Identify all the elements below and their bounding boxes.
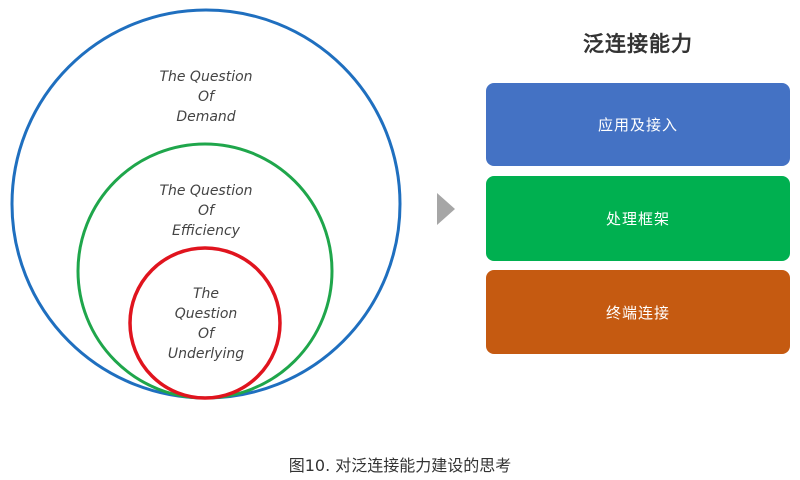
circle-underlying: [128, 246, 282, 400]
layer-processing-framework: 处理框架: [486, 176, 790, 261]
label-line: Efficiency: [172, 223, 240, 239]
label-line: The Question: [159, 69, 253, 85]
layer-label: 处理框架: [605, 210, 670, 228]
figure-caption: 图10. 对泛连接能力建设的思考: [288, 456, 512, 475]
label-demand: The Question Of Demand: [126, 67, 286, 127]
label-underlying: The Question Of Underlying: [126, 284, 286, 364]
layer-terminal-connection: 终端连接: [486, 270, 790, 354]
label-line: Of: [198, 326, 214, 342]
nested-circles-diagram: [10, 8, 402, 400]
layer-application-access: 应用及接入: [486, 83, 790, 166]
label-line: The: [192, 286, 220, 302]
label-line: Underlying: [167, 346, 245, 362]
label-line: Of: [198, 203, 214, 219]
label-line: The Question: [159, 183, 253, 199]
label-line: Demand: [176, 109, 236, 125]
label-efficiency: The Question Of Efficiency: [126, 181, 286, 241]
panel-title: 泛连接能力: [583, 32, 693, 56]
layer-label: 应用及接入: [597, 116, 678, 134]
layer-label: 终端连接: [605, 303, 670, 322]
label-line: Of: [198, 89, 214, 105]
triangle-right-icon: [437, 193, 455, 225]
label-line: Question: [174, 306, 238, 322]
